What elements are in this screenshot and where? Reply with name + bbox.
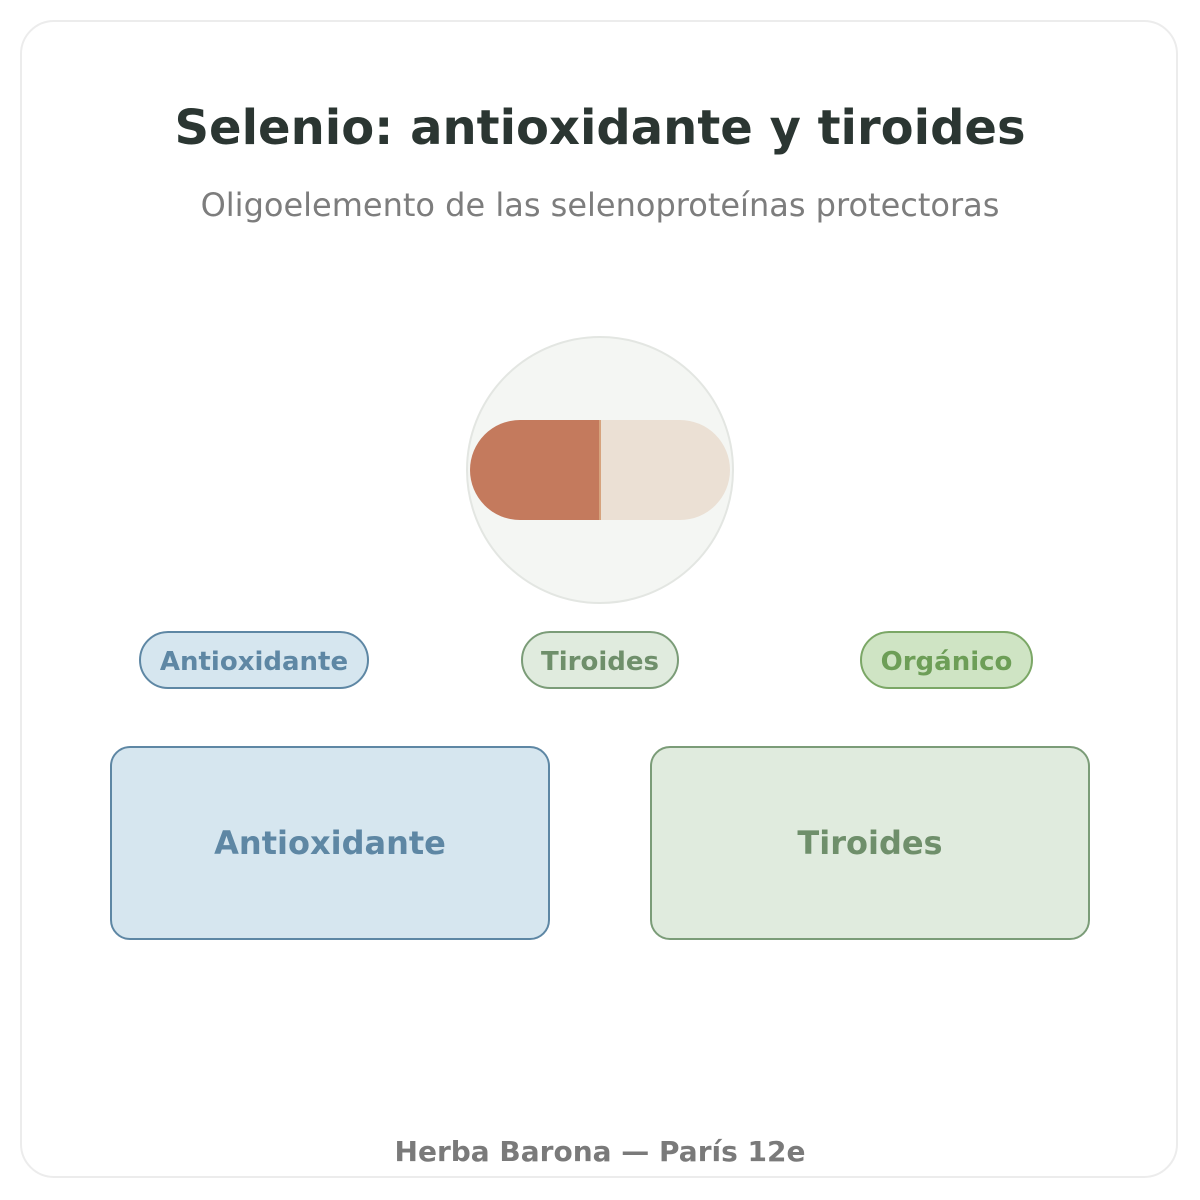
panel-tiroides: Tiroides bbox=[650, 746, 1090, 940]
capsule-icon bbox=[470, 420, 600, 520]
panel-antioxidante: Antioxidante bbox=[110, 746, 550, 940]
capsule-half-right bbox=[600, 420, 730, 520]
tag-organico: Orgánico bbox=[860, 631, 1033, 689]
page-subtitle: Oligoelemento de las selenoproteínas pro… bbox=[200, 186, 1000, 224]
tag-antioxidante: Antioxidante bbox=[139, 631, 369, 689]
page-title: Selenio: antioxidante y tiroides bbox=[174, 100, 1026, 156]
footer-credit: Herba Barona — París 12e bbox=[394, 1135, 806, 1168]
tag-tiroides: Tiroides bbox=[521, 631, 679, 689]
capsule-seam bbox=[599, 420, 601, 520]
